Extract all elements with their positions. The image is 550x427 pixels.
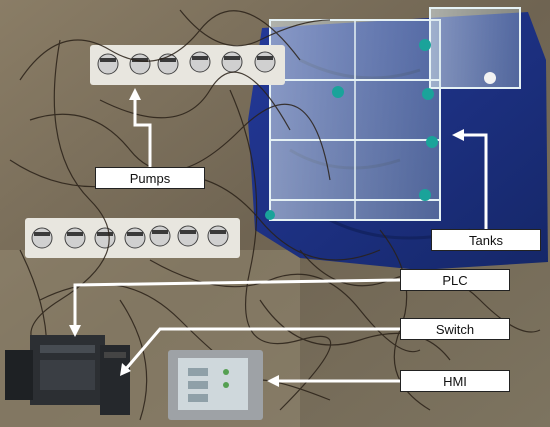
network-switch bbox=[100, 345, 130, 415]
pump-rack-bottom bbox=[25, 218, 240, 258]
plc-label: PLC bbox=[400, 269, 510, 291]
arrow-heads bbox=[69, 88, 464, 387]
arrow-plc bbox=[73, 278, 402, 332]
hmi-label: HMI bbox=[400, 370, 510, 392]
pump-rack-top bbox=[90, 45, 285, 85]
tanks-label: Tanks bbox=[431, 229, 541, 251]
switch-label: Switch bbox=[400, 318, 510, 340]
arrow-tanks bbox=[458, 133, 488, 231]
acrylic-tank-frame bbox=[265, 7, 521, 221]
arrow-pumps bbox=[133, 93, 152, 169]
pumps-label: Pumps bbox=[95, 167, 205, 189]
hmi-panel bbox=[168, 350, 263, 420]
arrow-switch bbox=[123, 327, 402, 372]
annotation-arrows bbox=[73, 93, 488, 383]
plc-unit bbox=[5, 335, 105, 405]
